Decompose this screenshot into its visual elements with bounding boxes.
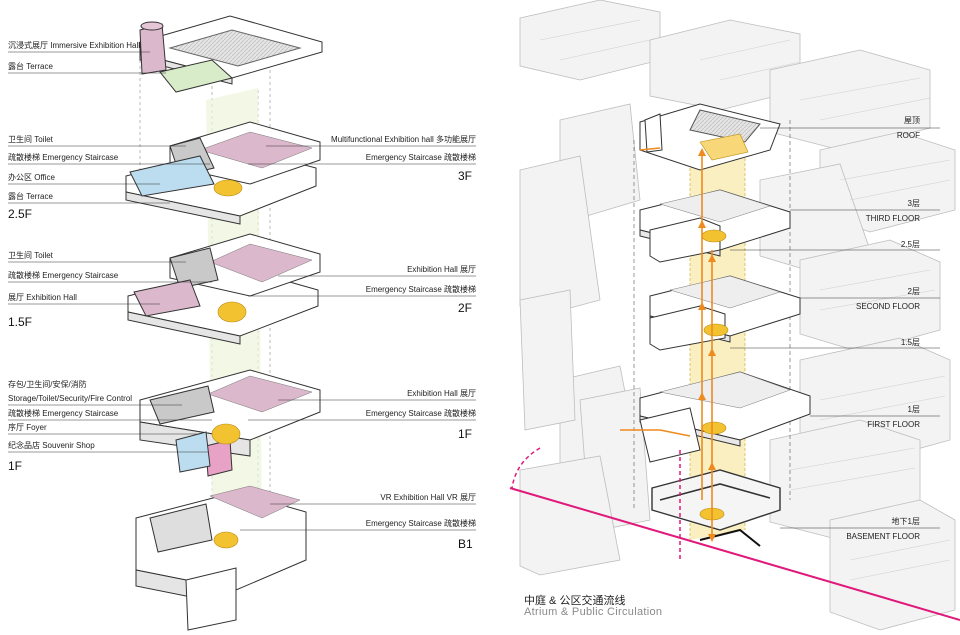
circulation-arrows (639, 147, 713, 540)
floor-third-en: THIRD FLOOR (865, 214, 920, 223)
label-exhibition-hall-2f: Exhibition Hall 展厅 (407, 265, 476, 274)
left-floor-B1 (135, 485, 307, 631)
context-buildings (519, 0, 956, 631)
floor-second-en: SECOND FLOOR (855, 302, 920, 311)
label-staircase-1f-right: Emergency Staircase 疏散楼梯 (365, 409, 476, 418)
floor-roof-zh: 屋顶 (904, 116, 920, 125)
label-toilet-3f: 卫生间 Toilet (8, 135, 53, 144)
street-path (509, 429, 960, 621)
right-leader-lines (730, 127, 940, 529)
label-staircase-3f-right: Emergency Staircase 疏散楼梯 (365, 153, 476, 162)
left-floor-3F (125, 121, 321, 225)
floor-third-zh: 3层 (907, 199, 920, 208)
label-toilet-2f: 卫生间 Toilet (8, 251, 53, 260)
label-exhibition-hall-1f: Exhibition Hall 展厅 (407, 389, 476, 398)
label-foyer: 序厅 Foyer (8, 423, 47, 432)
label-exhibition-hall-15f: 展厅 Exhibition Hall (8, 293, 77, 302)
label-staircase-2f: 疏散楼梯 Emergency Staircase (8, 271, 119, 280)
label-storage-zh: 存包/卫生间/安保/消防 (8, 380, 87, 389)
label-staircase-3f: 疏散楼梯 Emergency Staircase (8, 153, 119, 162)
label-multifunctional-hall: Multifunctional Exhibition hall 多功能展厅 (331, 135, 476, 144)
floor-15-zh: 1.5层 (900, 338, 920, 347)
level-25f: 2.5F (8, 207, 33, 221)
label-terrace-25f: 露台 Terrace (8, 192, 53, 201)
level-1f-right: 1F (458, 427, 473, 441)
level-3f: 3F (458, 169, 473, 183)
level-1f-left: 1F (8, 459, 23, 473)
right-stairs (699, 133, 749, 521)
label-staircase-2f-right: Emergency Staircase 疏散楼梯 (365, 285, 476, 294)
label-storage-en: Storage/Toilet/Security/Fire Control (8, 394, 133, 403)
circulation-arrowheads (698, 148, 716, 542)
diagram-subtitle: Atrium & Public Circulation (524, 606, 663, 618)
label-office: 办公区 Office (8, 173, 55, 182)
label-staircase-b1: Emergency Staircase 疏散楼梯 (365, 519, 476, 528)
level-15f: 1.5F (8, 315, 33, 329)
floor-roof-en: ROOF (896, 131, 920, 140)
level-2f: 2F (458, 301, 473, 315)
left-top-level (139, 15, 323, 93)
floor-25-zh: 2.5层 (900, 240, 920, 249)
right-floor-plates (639, 103, 811, 547)
label-immersive-hall: 沉浸式展厅 Immersive Exhibition Hall (8, 41, 141, 50)
label-vr-hall: VR Exhibition Hall VR 展厅 (380, 493, 476, 502)
level-b1: B1 (458, 537, 473, 551)
label-terrace-top: 露台 Terrace (8, 62, 53, 71)
left-floor-2F (127, 233, 321, 345)
label-souvenir-shop: 纪念品店 Souvenir Shop (8, 441, 95, 450)
floor-basement-en: BASEMENT FLOOR (846, 532, 920, 541)
diagram-title: 中庭 & 公区交通流线 (524, 595, 626, 607)
floor-second-zh: 2层 (907, 287, 920, 296)
context-roof-lines (539, 19, 951, 581)
floor-first-en: FIRST FLOOR (867, 420, 920, 429)
floor-first-zh: 1层 (907, 405, 920, 414)
floor-basement-zh: 地下1层 (891, 517, 920, 526)
label-staircase-1f: 疏散楼梯 Emergency Staircase (8, 409, 119, 418)
left-floor-1F (139, 369, 321, 477)
left-leader-lines (8, 51, 476, 531)
